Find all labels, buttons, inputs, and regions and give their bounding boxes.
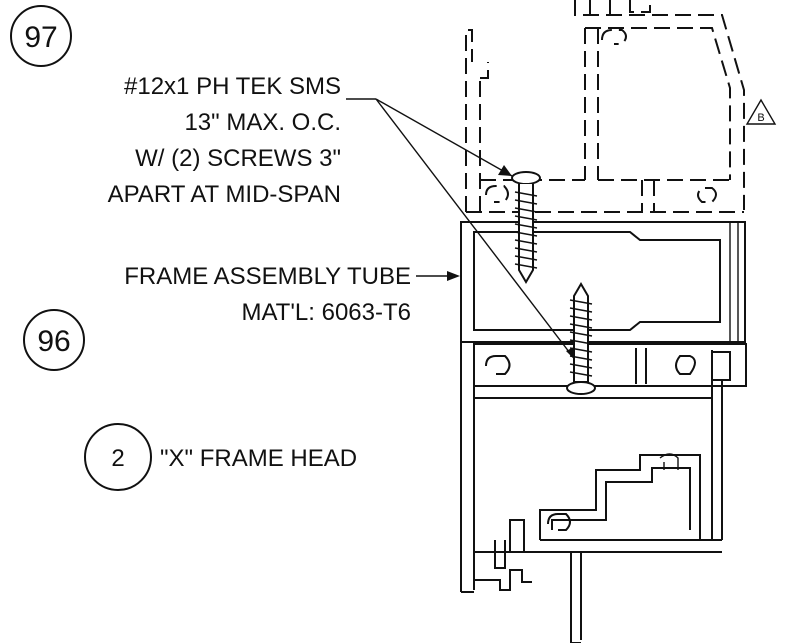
lower-screw	[566, 282, 596, 395]
detail-number-callout: 2	[84, 423, 152, 491]
revision-triangle-icon: B	[745, 98, 777, 125]
adjacent-member-dashed	[465, 0, 745, 213]
tube-note-line-1: FRAME ASSEMBLY TUBE	[124, 263, 411, 290]
tube-note: FRAME ASSEMBLY TUBE MAT'L: 6063-T6	[124, 263, 411, 326]
screw-note-line-2: 13" MAX. O.C.	[184, 109, 341, 136]
callout-96-label: 96	[37, 325, 70, 358]
callout-97: 97	[10, 5, 72, 67]
frame-head-extrusion	[460, 342, 747, 643]
detail-title: "X" FRAME HEAD	[160, 445, 357, 472]
callout-97-label: 97	[24, 21, 57, 54]
screw-note-line-4: APART AT MID-SPAN	[108, 181, 341, 208]
frame-assembly-tube	[460, 221, 746, 343]
callout-96: 96	[23, 309, 85, 371]
upper-screw	[511, 171, 541, 284]
screw-note-line-1: #12x1 PH TEK SMS	[124, 73, 341, 100]
screw-note: #12x1 PH TEK SMS 13" MAX. O.C. W/ (2) SC…	[108, 73, 341, 208]
screw-note-line-3: W/ (2) SCREWS 3"	[135, 145, 341, 172]
detail-number: 2	[111, 445, 124, 472]
tube-note-line-2: MAT'L: 6063-T6	[241, 299, 411, 326]
revision-letter: B	[757, 112, 764, 124]
